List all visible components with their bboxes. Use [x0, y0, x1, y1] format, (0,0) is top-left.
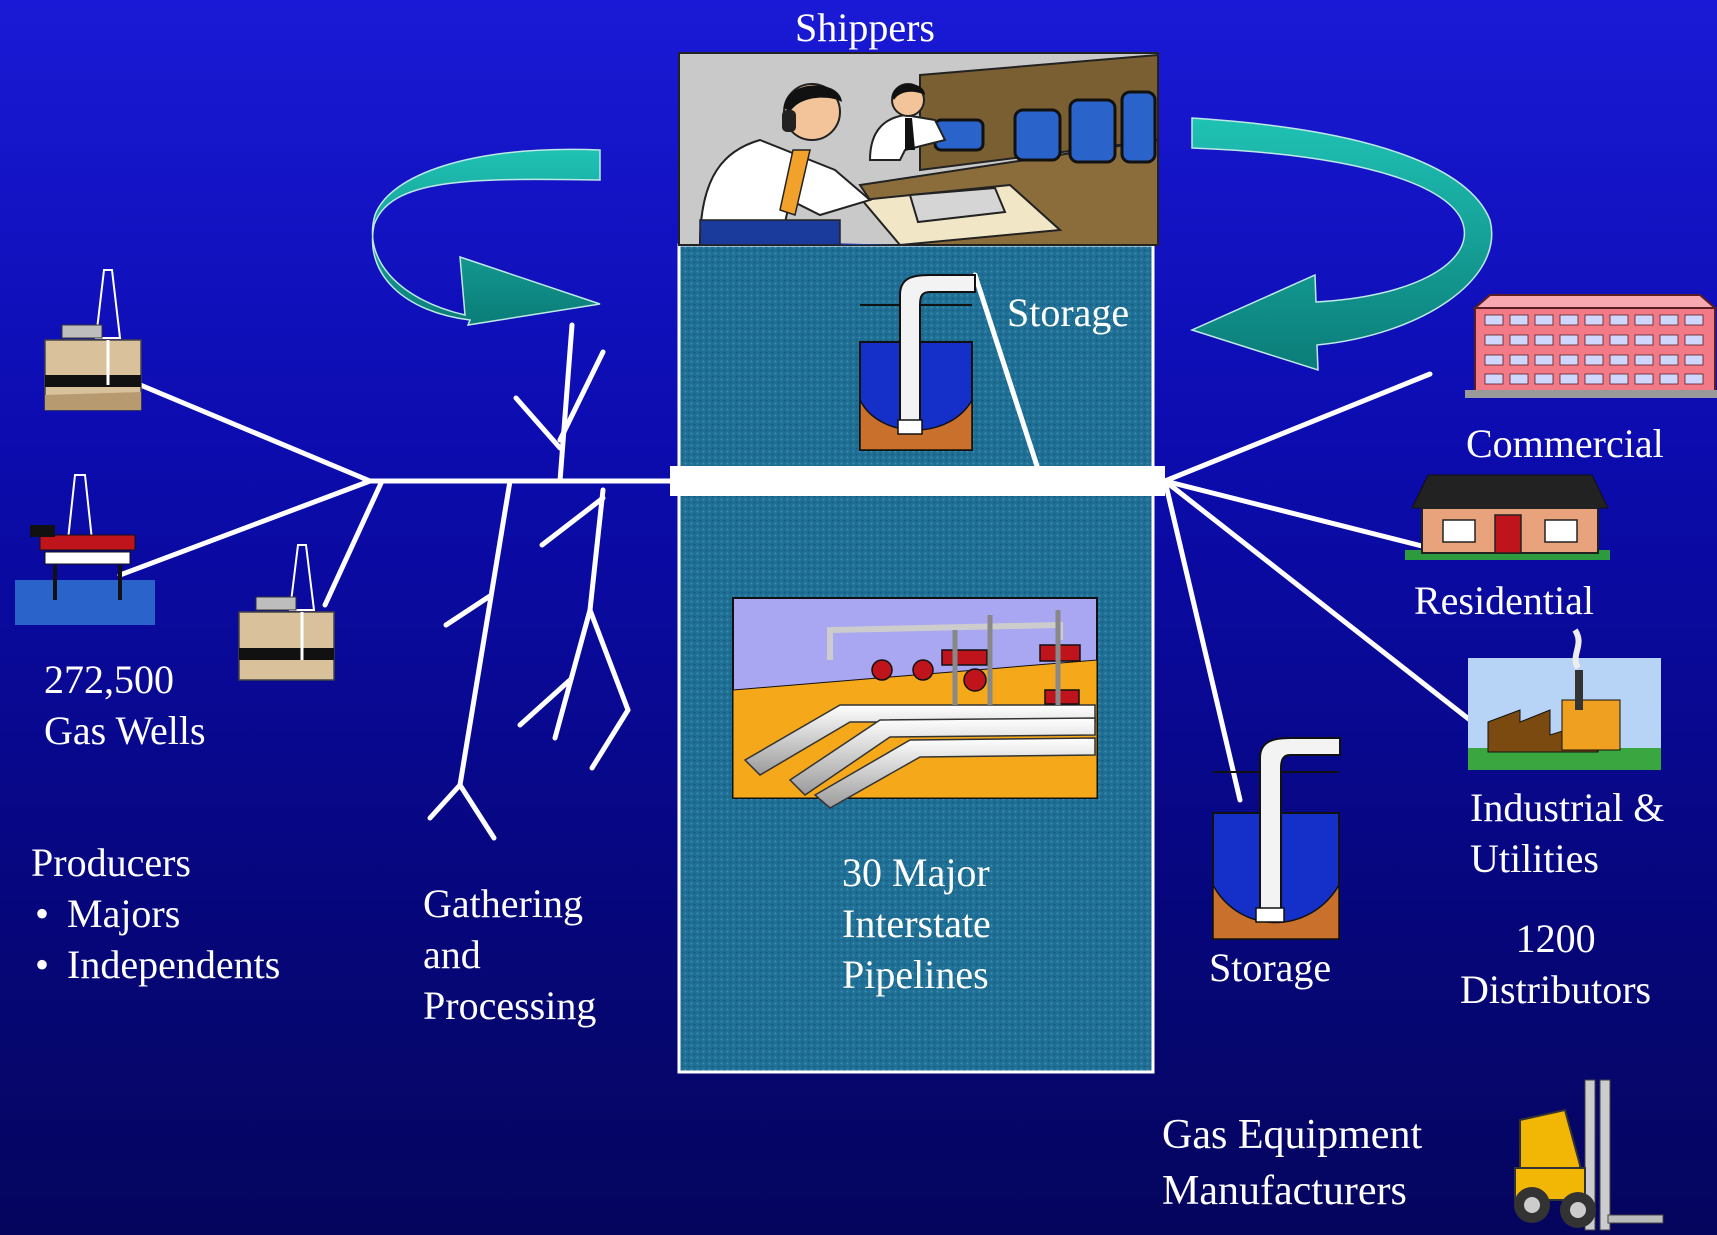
- producers-list: Majors Independents: [31, 888, 280, 990]
- manufacturers-label: Gas Equipment Manufacturers: [1162, 1112, 1423, 1214]
- factory-icon: [1468, 628, 1661, 770]
- office-building-icon: [1465, 294, 1717, 398]
- list-item: Independents: [31, 939, 280, 990]
- house-icon: [1405, 474, 1610, 560]
- distributors-label: 1200 Distributors: [1460, 916, 1652, 1012]
- residential-label: Residential: [1414, 578, 1594, 623]
- cycle-arrow-icon: [1189, 117, 1493, 372]
- storage-well-icon: [859, 274, 976, 451]
- oil-derrick-icon: [238, 544, 335, 681]
- commercial-label: Commercial: [1466, 421, 1664, 466]
- compressor-station-icon: [732, 597, 1098, 809]
- panel-storage-label: Storage: [1007, 290, 1130, 335]
- gas-wells-label: 272,500 Gas Wells: [44, 657, 206, 753]
- interstate-pipeline-bar: [670, 466, 1165, 496]
- offshore-platform-icon: [15, 474, 155, 625]
- network-lines: [117, 272, 1473, 841]
- cycle-arrow-icon: [371, 148, 601, 326]
- oil-derrick-icon: [44, 269, 142, 411]
- interstate-pipelines-label: 30 Major Interstate Pipelines: [842, 850, 991, 997]
- storage-well-icon: [1212, 737, 1341, 940]
- shippers-office-icon: [678, 52, 1159, 247]
- market-storage-label: Storage: [1209, 945, 1332, 990]
- producers-label: Producers Majors Independents: [31, 837, 280, 990]
- gathering-label: Gathering and Processing: [423, 881, 597, 1028]
- list-item: Majors: [31, 888, 280, 939]
- forklift-icon: [1514, 1079, 1664, 1231]
- shippers-label: Shippers: [795, 5, 935, 50]
- industrial-label: Industrial & Utilities: [1470, 785, 1665, 881]
